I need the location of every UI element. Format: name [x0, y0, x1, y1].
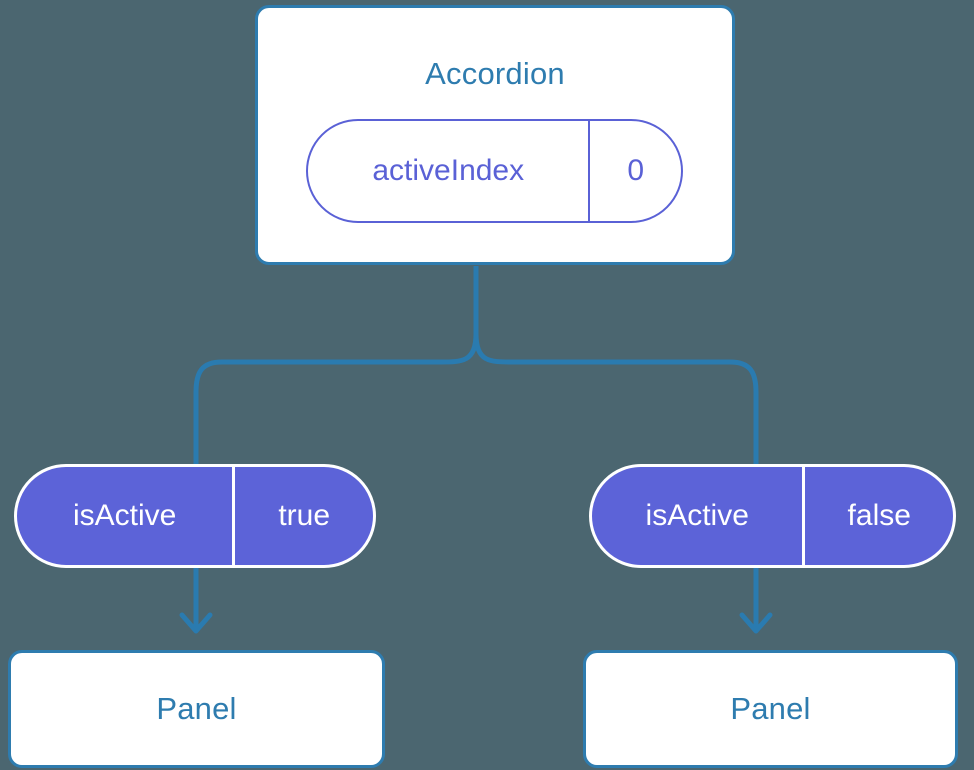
- component-card-panel-right[interactable]: Panel: [583, 650, 958, 768]
- prop-pill-value: true: [232, 467, 373, 565]
- component-title-accordion: Accordion: [425, 56, 565, 91]
- connector-branch-left: [193, 333, 479, 466]
- state-pill-key: activeIndex: [372, 154, 525, 187]
- state-pill-activeindex[interactable]: activeIndex 0: [306, 119, 683, 223]
- component-card-panel-left[interactable]: Panel: [8, 650, 385, 768]
- prop-pill-isactive-false[interactable]: isActive false: [589, 464, 956, 568]
- prop-pill-isactive-true[interactable]: isActive true: [14, 464, 376, 568]
- arrow-head-right: [739, 612, 773, 634]
- prop-pill-value: false: [802, 467, 953, 565]
- component-title-panel-left: Panel: [156, 691, 237, 726]
- component-title-panel-right: Panel: [730, 691, 811, 726]
- state-pill-value: 0: [588, 121, 681, 221]
- prop-pill-key: isActive: [645, 499, 749, 532]
- arrow-head-left: [179, 612, 213, 634]
- connector-branch-right: [473, 333, 759, 466]
- prop-pill-key: isActive: [72, 499, 177, 532]
